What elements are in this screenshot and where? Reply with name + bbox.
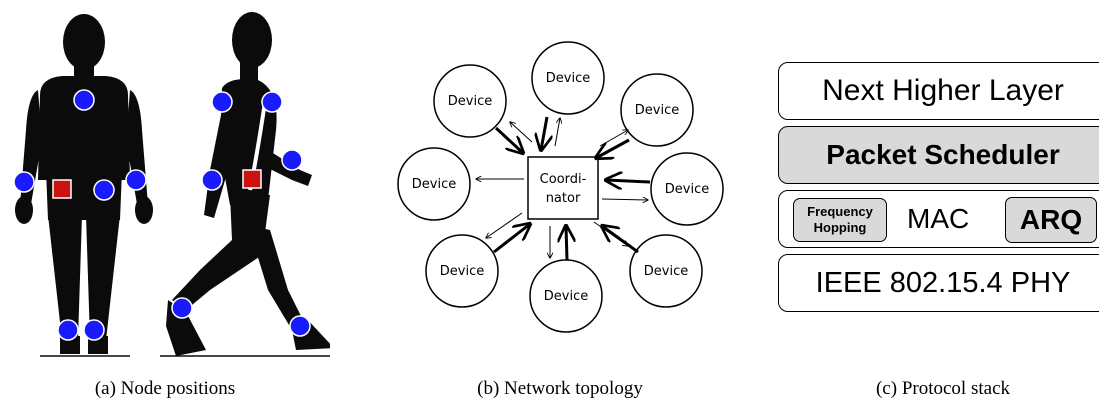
downlink-arrow [554, 118, 560, 147]
layer-packet-scheduler: Packet Scheduler [778, 126, 1099, 184]
device-label: Device [635, 103, 679, 118]
body-silhouettes [13, 12, 330, 357]
device-label: Device [665, 182, 709, 197]
device-label: Device [448, 94, 492, 109]
coordinator-box [527, 156, 599, 220]
layer-phy-label: IEEE 802.15.4 PHY [815, 266, 1071, 299]
uplink-arrow [493, 224, 530, 254]
uplink-arrow [606, 180, 651, 182]
device-label: Device [546, 71, 590, 86]
device-label: Device [412, 177, 456, 192]
network-topology-panel: Coordi- nator Device Device Device Devic… [370, 0, 750, 407]
layer-next-higher: Next Higher Layer [778, 62, 1099, 120]
coordinator-label-2: nator [546, 191, 581, 206]
node-left-ankle [57, 319, 79, 341]
layer-next-higher-label: Next Higher Layer [822, 74, 1064, 107]
node-side-hand [201, 169, 223, 191]
layer-phy: IEEE 802.15.4 PHY [778, 254, 1099, 312]
uplink-arrow [541, 116, 547, 150]
arq-label: ARQ [1019, 204, 1083, 235]
caption-c: (c) Protocol stack [875, 378, 1010, 399]
device-node [425, 234, 499, 308]
device-node [397, 147, 471, 221]
coordinator-front [52, 179, 72, 199]
topology-diagram: Coordi- nator Device Device Device Devic… [397, 41, 724, 333]
coordinator-nodes [52, 169, 262, 199]
node-left-wrist [13, 171, 35, 193]
node-side-wrist [281, 149, 303, 171]
caption-b: (b) Network topology [477, 378, 643, 399]
device-node [531, 41, 605, 115]
node-side-shoulder-back [211, 91, 233, 113]
frequency-label: Frequency [807, 204, 873, 219]
downlink-arrow [599, 130, 628, 147]
device-label: Device [644, 264, 688, 279]
hopping-label: Hopping [813, 220, 867, 235]
uplink-arrow [602, 226, 639, 254]
node-side-front-ankle [289, 315, 311, 337]
downlink-arrow [486, 212, 523, 238]
node-side-shoulder-front [261, 91, 283, 113]
device-label: Device [440, 264, 484, 279]
coordinator-label-1: Coordi- [540, 172, 587, 187]
uplink-arrow [494, 126, 523, 153]
uplink-arrow [596, 138, 630, 158]
mac-label: MAC [907, 203, 970, 234]
coordinator-side [242, 169, 262, 189]
node-chest [73, 89, 95, 111]
frequency-hopping-block: Frequency Hopping [793, 198, 887, 242]
node-right-hip [93, 179, 115, 201]
node-right-ankle [83, 319, 105, 341]
device-node [629, 234, 703, 308]
protocol-stack-panel: Next Higher Layer Packet Scheduler Frequ… [760, 0, 1099, 407]
arq-block: ARQ [1005, 197, 1097, 243]
device-node [620, 73, 694, 147]
layer-packet-scheduler-label: Packet Scheduler [826, 139, 1060, 170]
node-right-wrist [125, 169, 147, 191]
sensor-nodes [13, 89, 311, 341]
downlink-arrow [510, 122, 533, 143]
device-node [650, 152, 724, 226]
device-label: Device [544, 289, 588, 304]
node-positions-panel: (a) Node positions [0, 0, 330, 407]
caption-a: (a) Node positions [94, 378, 236, 399]
device-node [433, 64, 507, 138]
downlink-arrow [601, 199, 648, 200]
uplink-arrow [566, 226, 567, 261]
node-side-back-ankle [171, 297, 193, 319]
layer-mac: Frequency Hopping MAC ARQ [778, 190, 1099, 248]
